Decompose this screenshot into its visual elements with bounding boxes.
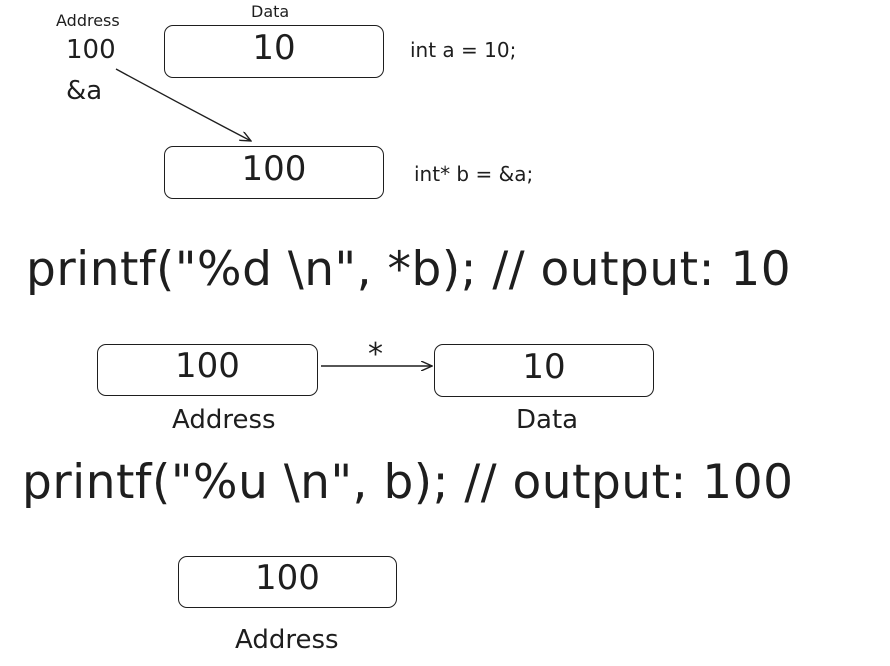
data-header: Data — [251, 2, 290, 21]
address-header: Address — [56, 11, 120, 30]
address-of-a: &a — [66, 76, 103, 106]
variable-a-value: 10 — [252, 27, 296, 68]
address-box-2-value: 100 — [255, 558, 320, 598]
printf-deref-statement: printf("%d \n", *b); // output: 10 — [26, 242, 792, 297]
printf-address-statement: printf("%u \n", b); // output: 100 — [22, 455, 794, 510]
code-int-a: int a = 10; — [410, 38, 517, 62]
address-label-2: Address — [235, 625, 339, 655]
address-box-2: 100 — [178, 556, 397, 608]
pointer-b-box: 100 — [164, 146, 384, 199]
data-box-value: 10 — [522, 346, 566, 387]
address-box: 100 — [97, 344, 318, 396]
address-label: Address — [172, 405, 276, 435]
code-int-pointer-b: int* b = &a; — [414, 162, 534, 186]
dereference-symbol: * — [368, 337, 383, 372]
data-label: Data — [516, 405, 579, 435]
pointer-arrow — [115, 68, 251, 141]
address-value: 100 — [66, 35, 116, 65]
variable-a-box: 10 — [164, 25, 384, 78]
data-box: 10 — [434, 344, 654, 397]
address-box-value: 100 — [175, 346, 240, 386]
pointer-b-value: 100 — [241, 148, 307, 189]
